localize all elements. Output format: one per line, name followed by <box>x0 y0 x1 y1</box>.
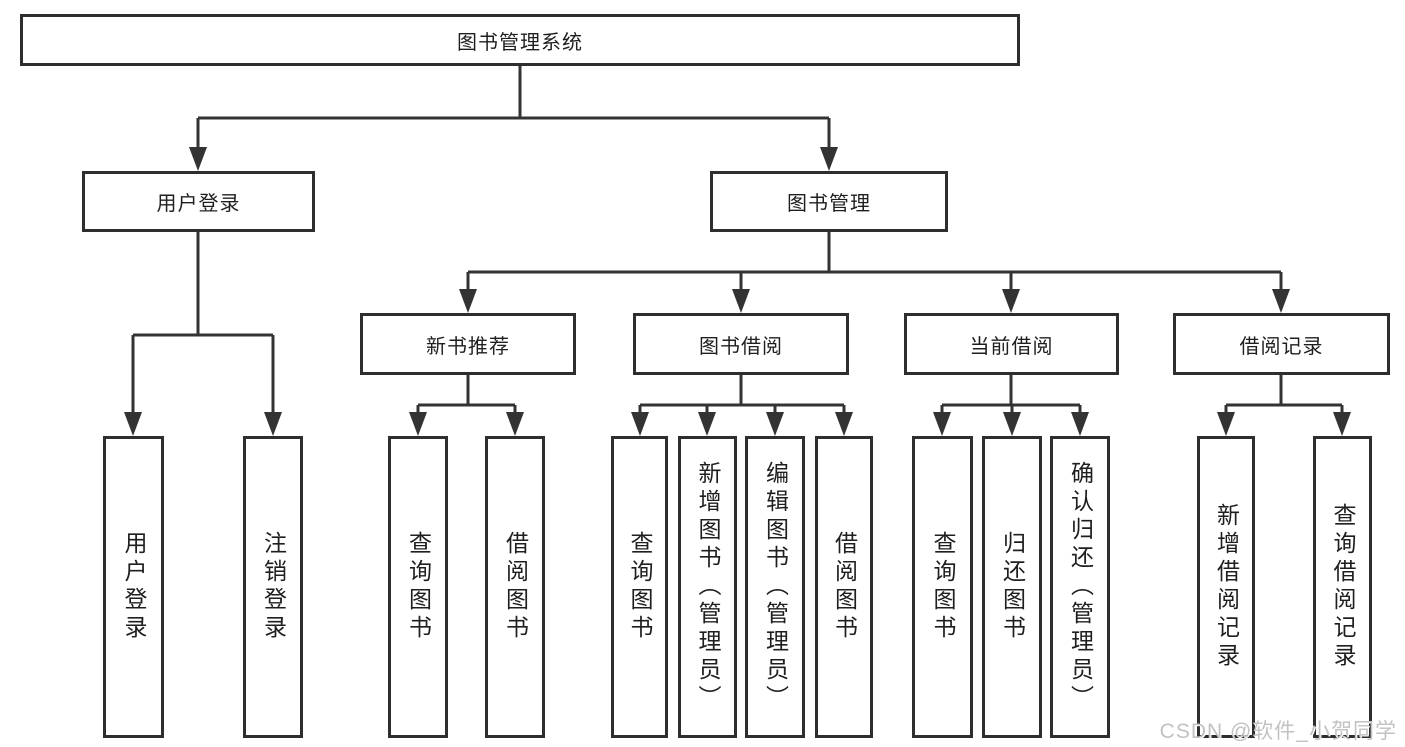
leaf-label: 归还图书 <box>999 531 1026 643</box>
leaf-add-book-admin: 新增图书（管理员） <box>678 436 737 738</box>
node-label: 当前借阅 <box>969 335 1054 358</box>
leaf-borrow-books: 借阅图书 <box>485 436 545 738</box>
leaf-label: 确认归还（管理员） <box>1067 461 1094 713</box>
node-label: 图书管理 <box>787 193 871 215</box>
node-borrowing-records: 借阅记录 <box>1173 313 1390 375</box>
leaf-add-borrow-record: 新增借阅记录 <box>1197 436 1255 738</box>
node-label: 图书管理系统 <box>457 31 583 54</box>
leaf-label: 查询图书 <box>627 531 653 643</box>
leaf-label: 编辑图书（管理员） <box>762 461 789 713</box>
leaf-label: 查询借阅记录 <box>1330 503 1356 671</box>
leaf-query-borrow-record: 查询借阅记录 <box>1313 436 1372 738</box>
leaf-query-books: 查询图书 <box>388 436 448 738</box>
node-book-borrowing: 图书借阅 <box>633 313 849 375</box>
leaf-return-books: 归还图书 <box>982 436 1042 738</box>
node-book-management: 图书管理 <box>710 171 948 232</box>
node-new-book-recommendation: 新书推荐 <box>360 313 576 375</box>
node-label: 借阅记录 <box>1239 335 1324 358</box>
node-library-system: 图书管理系统 <box>20 14 1020 66</box>
leaf-label: 查询图书 <box>405 531 432 643</box>
node-label: 新书推荐 <box>426 335 510 358</box>
node-label: 用户登录 <box>156 193 241 215</box>
leaf-query-books: 查询图书 <box>611 436 668 738</box>
leaf-label: 新增图书（管理员） <box>695 461 721 713</box>
leaf-user-login: 用户登录 <box>103 436 164 738</box>
leaf-edit-book-admin: 编辑图书（管理员） <box>745 436 805 738</box>
leaf-label: 借阅图书 <box>502 531 529 643</box>
leaf-confirm-return-admin: 确认归还（管理员） <box>1050 436 1110 738</box>
leaf-label: 查询图书 <box>930 531 956 643</box>
leaf-label: 新增借阅记录 <box>1213 503 1240 671</box>
node-current-borrowing: 当前借阅 <box>904 313 1119 375</box>
leaf-borrow-books: 借阅图书 <box>815 436 873 738</box>
node-label: 图书借阅 <box>699 335 783 358</box>
csdn-watermark: CSDN @软件_小贺同学 <box>1159 720 1397 743</box>
leaf-label: 注销登录 <box>260 531 287 643</box>
leaf-query-books: 查询图书 <box>912 436 973 738</box>
node-user-login: 用户登录 <box>82 171 315 232</box>
leaf-logout: 注销登录 <box>243 436 303 738</box>
leaf-label: 借阅图书 <box>831 531 858 643</box>
leaf-label: 用户登录 <box>121 531 147 643</box>
